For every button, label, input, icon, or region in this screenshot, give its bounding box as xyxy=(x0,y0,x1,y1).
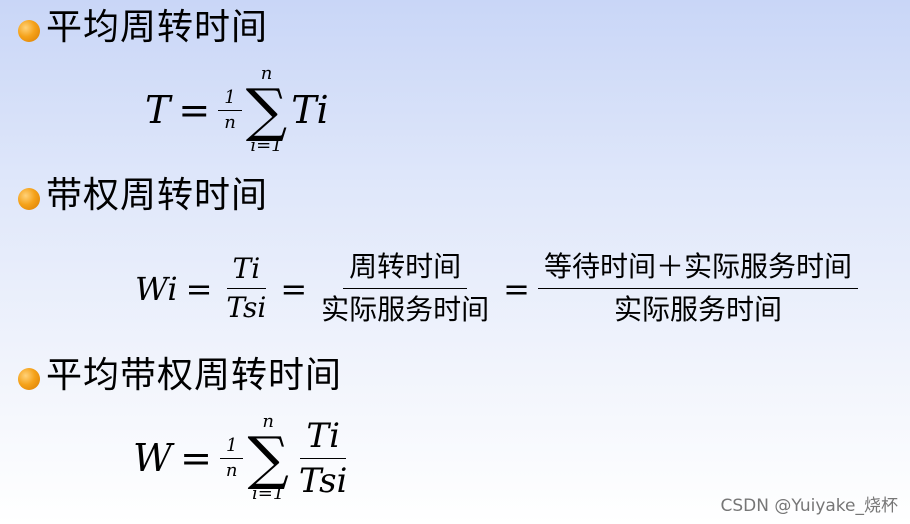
formula-weighted-turnaround: Wi = Ti Tsi = 周转时间 实际服务时间 = 等待时间＋实际服务时间 … xyxy=(135,248,858,329)
formula-average-weighted-turnaround: W = 1 n n ∑ i=1 Ti Tsi xyxy=(133,412,353,504)
formula2-lhs: Wi xyxy=(135,269,178,308)
formula3-sum: n ∑ i=1 xyxy=(248,412,289,504)
formula3-equals: = xyxy=(180,436,212,480)
formula3-term-fraction: Ti Tsi xyxy=(293,416,354,501)
formula1-sum-top: n xyxy=(260,63,273,84)
formula1-sum-bottom: i=1 xyxy=(250,135,283,156)
formula3-sum-bottom: i=1 xyxy=(252,483,285,504)
formula1-frac-den: n xyxy=(224,111,236,133)
orange-bullet-icon xyxy=(18,188,40,210)
formula1-frac-num: 1 xyxy=(218,87,242,111)
formula2-fraction-2: 周转时间 实际服务时间 xyxy=(315,248,495,329)
formula2-fraction-1: Ti Tsi xyxy=(220,252,272,325)
watermark-text: CSDN @Yuiyake_烧杯 xyxy=(720,496,898,516)
formula2-frac1-num: Ti xyxy=(226,252,267,289)
formula-average-turnaround: T = 1 n n ∑ i=1 Ti xyxy=(145,64,329,156)
formula3-fraction: 1 n xyxy=(219,435,244,481)
formula3-sum-top: n xyxy=(262,411,274,432)
formula3-frac-num: 1 xyxy=(219,435,244,459)
heading-row-2: 带权周转时间 xyxy=(18,176,268,216)
heading-row-1: 平均周转时间 xyxy=(18,8,268,48)
heading-average-weighted-turnaround: 平均带权周转时间 xyxy=(46,355,343,396)
formula1-fraction: 1 n xyxy=(218,87,242,133)
orange-bullet-icon xyxy=(18,20,40,42)
formula1-term: Ti xyxy=(291,88,329,132)
formula2-frac2-num: 周转时间 xyxy=(343,248,468,289)
formula1-sum: n ∑ i=1 xyxy=(246,64,287,156)
formula2-equals-2: = xyxy=(280,269,308,308)
heading-weighted-turnaround: 带权周转时间 xyxy=(46,175,269,216)
formula1-equals: = xyxy=(178,88,211,132)
formula2-equals-1: = xyxy=(185,269,213,308)
heading-row-3: 平均带权周转时间 xyxy=(18,356,342,396)
formula2-fraction-3: 等待时间＋实际服务时间 实际服务时间 xyxy=(537,248,858,329)
sigma-icon: ∑ xyxy=(247,424,289,492)
formula2-frac2-den: 实际服务时间 xyxy=(321,293,490,326)
formula3-term-den: Tsi xyxy=(298,460,348,501)
formula2-equals-3: = xyxy=(503,269,530,308)
heading-average-turnaround: 平均周转时间 xyxy=(46,7,269,48)
formula2-frac1-den: Tsi xyxy=(226,291,267,324)
orange-bullet-icon xyxy=(18,368,40,390)
sigma-icon: ∑ xyxy=(245,76,288,144)
formula1-lhs: T xyxy=(145,88,171,132)
formula3-term-num: Ti xyxy=(300,416,346,459)
formula2-frac3-num: 等待时间＋实际服务时间 xyxy=(537,248,858,289)
formula3-frac-den: n xyxy=(225,459,238,481)
formula2-frac3-den: 实际服务时间 xyxy=(613,293,782,326)
formula3-lhs: W xyxy=(133,436,173,480)
